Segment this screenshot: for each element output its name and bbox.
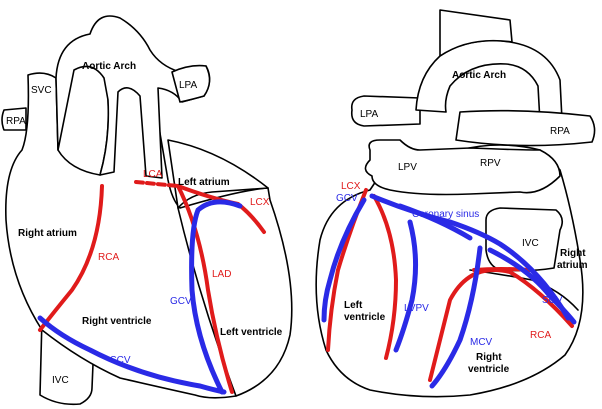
- anterior-lca-vessel: [134, 180, 180, 188]
- posterior-left-ventricle-label-1: Left: [344, 300, 363, 311]
- anterior-right-ventricle-label: Right ventricle: [82, 316, 152, 327]
- anterior-gcv-label: GCV: [170, 296, 192, 307]
- posterior-arch-top: [439, 9, 513, 57]
- posterior-right-ventricle-label-2: ventricle: [468, 364, 510, 375]
- posterior-rca-label: RCA: [530, 330, 551, 341]
- anterior-lca-label: LCA: [143, 169, 163, 180]
- posterior-left-ventricle-label-2: ventricle: [344, 312, 386, 323]
- posterior-coronary-sinus-label: Coronary sinus: [412, 209, 479, 220]
- posterior-gcv-label: GCV: [336, 193, 358, 204]
- anterior-left-ventricle-label: Left ventricle: [220, 327, 283, 338]
- anterior-lpa-label: LPA: [179, 80, 197, 91]
- posterior-lvpv-label: LVPV: [404, 303, 429, 314]
- anterior-rca-label: RCA: [98, 252, 119, 263]
- posterior-aortic-arch: [415, 39, 563, 123]
- posterior-lcx-label: LCX: [341, 181, 361, 192]
- anterior-scv-vessel: [37, 315, 227, 395]
- anterior-lpa-shape: [171, 64, 211, 103]
- posterior-lvpv-vessel: [393, 219, 419, 353]
- anterior-right-atrium-label: Right atrium: [18, 228, 77, 239]
- posterior-lvpv-artery: [372, 194, 398, 360]
- posterior-scv-label: SCV: [542, 295, 563, 306]
- anterior-view: Aortic Arch SVC RPA LPA LCA Left atrium …: [1, 15, 293, 406]
- posterior-lpa-label: LPA: [360, 109, 378, 120]
- posterior-aortic-arch-label: Aortic Arch: [452, 70, 506, 81]
- anterior-aortic-arch-label: Aortic Arch: [82, 61, 136, 72]
- posterior-view: Aortic Arch LPA RPA LPV RPV LCX GCV Coro…: [315, 9, 596, 398]
- anterior-lad-label: LAD: [212, 269, 231, 280]
- posterior-rpa-label: RPA: [550, 126, 570, 137]
- posterior-lpv-label: LPV: [398, 162, 417, 173]
- anterior-lad-vessel: [176, 184, 234, 394]
- anterior-rpa-label: RPA: [6, 116, 26, 127]
- anterior-rpa-shape: [1, 107, 27, 131]
- anterior-left-atrium-label: Left atrium: [178, 177, 230, 188]
- posterior-rpa-shape: [455, 109, 596, 147]
- posterior-right-atrium-label-1: Right: [560, 248, 586, 259]
- anterior-gcv-vessel: [189, 199, 243, 395]
- posterior-mcv-label: MCV: [470, 337, 493, 348]
- anterior-svc-label: SVC: [31, 85, 52, 96]
- anterior-scv-label: SCV: [110, 355, 131, 366]
- posterior-mcv-vessel: [429, 245, 483, 389]
- anterior-lcx-label: LCX: [250, 197, 270, 208]
- posterior-right-atrium-label-2: atrium: [557, 260, 588, 271]
- posterior-left-atrium-shape: [364, 139, 561, 196]
- posterior-right-ventricle-label-1: Right: [476, 352, 502, 363]
- anterior-rca-vessel: [38, 184, 104, 332]
- posterior-scv-vessel: [487, 247, 577, 325]
- posterior-gcv-vessel: [321, 197, 367, 323]
- posterior-ivc-label: IVC: [522, 238, 539, 249]
- posterior-ivc-shape: [485, 207, 564, 272]
- anterior-ivc-label: IVC: [52, 375, 69, 386]
- posterior-rpv-label: RPV: [480, 158, 501, 169]
- posterior-coronary-sinus-wide: [397, 203, 473, 241]
